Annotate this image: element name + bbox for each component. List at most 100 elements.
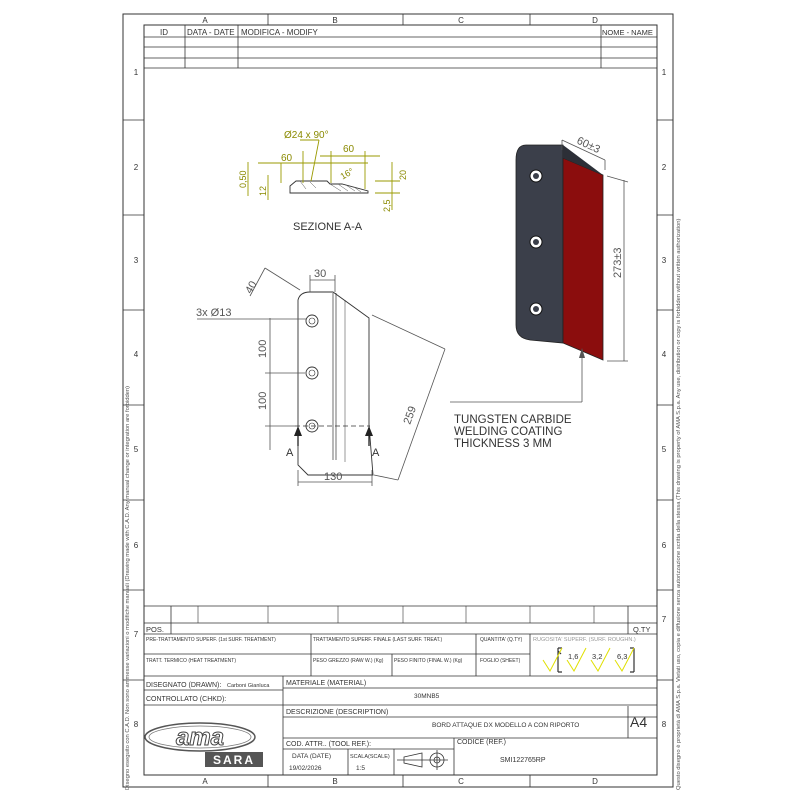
ama-sara-logo: ama SARA — [144, 722, 263, 767]
row-label-2: 2 — [134, 163, 139, 172]
row-label-5: 5 — [134, 445, 139, 454]
roughness-3-2: 3,2 — [592, 652, 602, 661]
code-value: SMI122765RP — [500, 757, 546, 764]
holes-callout: 3x Ø13 — [196, 307, 231, 319]
row-label-7-right: 7 — [662, 615, 667, 624]
drawn-value: Carboni Gianluca — [227, 683, 270, 689]
checked-label: CONTROLLATO (CHKD): — [146, 696, 226, 703]
section-dim-20: 20 — [398, 170, 408, 180]
front-dim-130: 130 — [324, 471, 342, 483]
section-dim-60-a: 60 — [281, 153, 293, 164]
rev-modify-header: MODIFICA - MODIFY — [241, 28, 319, 37]
revision-table — [144, 25, 657, 69]
rev-name-header: NOME - NAME — [602, 28, 653, 37]
rev-id-header: ID — [160, 28, 168, 37]
date-value: 19/02/2026 — [289, 765, 322, 772]
row-label-1-right: 1 — [662, 68, 667, 77]
iso-coating — [562, 157, 604, 361]
logo-ama-text: ama — [176, 724, 224, 751]
row-label-1: 1 — [134, 68, 139, 77]
quantity-label: QUANTITA' (Q.TY) — [480, 637, 523, 643]
row-label-3-right: 3 — [662, 256, 667, 265]
col-label-c-bottom: C — [458, 777, 464, 786]
heat-treatment-label: TRATT. TERMICO (HEAT TREATMENT) — [146, 658, 236, 664]
projection-symbol-icon — [397, 750, 448, 770]
roughness-6-3: 6,3 — [617, 652, 627, 661]
note-line-2: WELDING COATING — [454, 426, 562, 438]
row-ticks — [123, 119, 673, 681]
front-dim-100-b: 100 — [257, 392, 269, 410]
qty-label: Q.TY — [633, 625, 651, 634]
col-label-d: D — [592, 16, 598, 25]
row-labels: 1 2 3 4 5 6 7 8 1 2 3 4 5 6 7 8 — [134, 68, 667, 729]
roughness-symbols: 1,6 3,2 6,3 — [542, 647, 635, 673]
section-marker-right: A — [372, 447, 380, 459]
col-label-a: A — [202, 16, 208, 25]
row-label-7: 7 — [134, 630, 139, 639]
front-view-outline — [297, 291, 374, 476]
front-hole-2 — [305, 366, 319, 380]
final-treatment-label: TRATTAMENTO SUPERF. FINALE (LAST SURF. T… — [313, 637, 443, 643]
section-dim-60-b: 60 — [343, 144, 355, 155]
front-hole-1 — [305, 314, 319, 328]
title-block-grid — [144, 605, 657, 775]
row-label-2-right: 2 — [662, 163, 667, 172]
chamfer-dim: Ø24 x 90° — [284, 130, 329, 141]
section-marker-left: A — [286, 447, 294, 459]
col-label-c: C — [458, 16, 464, 25]
note-line-1: TUNGSTEN CARBIDE — [454, 414, 572, 426]
column-ticks — [267, 14, 531, 787]
front-dim-259: 259 — [402, 405, 420, 426]
left-side-note: Disegno eseguito con C.A.D. Non sono amm… — [125, 386, 131, 790]
description-label: DESCRIZIONE (DESCRIPTION) — [286, 709, 388, 716]
rev-date-header: DATA - DATE — [187, 28, 235, 37]
description-value: BORD ATTAQUE DX MODELLO A CON RIPORTO — [432, 722, 579, 729]
row-label-6: 6 — [134, 541, 139, 550]
section-a-a-view: Ø24 x 90° 60 60 16° 0,50 12 20 2,5 SEZIO… — [238, 130, 408, 233]
column-labels: A B C D A B C D — [202, 16, 598, 786]
roughness-1-6: 1,6 — [568, 652, 578, 661]
date-label: DATA (DATE) — [292, 753, 331, 760]
scale-label: SCALA(SCALE) — [350, 754, 390, 760]
final-weight-label: PESO FINITO (FINAL W.) (Kg) — [394, 658, 463, 664]
logo-sara-text: SARA — [213, 753, 255, 767]
pos-row-ticks — [197, 606, 595, 623]
col-label-a-bottom: A — [202, 777, 208, 786]
section-angle: 16° — [339, 166, 356, 182]
col-label-d-bottom: D — [592, 777, 598, 786]
iso-dim-273: 273±3 — [612, 247, 624, 278]
row-label-3: 3 — [134, 256, 139, 265]
material-value: 30MNB5 — [414, 693, 440, 700]
row-label-8-right: 8 — [662, 720, 667, 729]
front-view: A A 3x Ø13 40 30 100 100 130 259 — [196, 267, 446, 486]
row-label-4-right: 4 — [662, 350, 667, 359]
roughness-label: RUGOSITA' SUPERF. (SURF. ROUGHN.) — [533, 637, 636, 643]
pos-label: POS. — [146, 625, 164, 634]
format-label: A4 — [630, 714, 647, 730]
section-dim-25: 2,5 — [382, 199, 392, 212]
section-dim-050: 0,50 — [238, 170, 248, 188]
iso-dim-60: 60±3 — [575, 135, 602, 156]
sheet-label: FOGLIO (SHEET) — [480, 658, 521, 664]
material-label: MATERIALE (MATERIAL) — [286, 680, 366, 687]
raw-weight-label: PESO GREZZO (RAW W.) (Kg) — [313, 658, 384, 664]
front-dim-100-a: 100 — [257, 340, 269, 358]
row-label-8: 8 — [134, 720, 139, 729]
row-label-6-right: 6 — [662, 541, 667, 550]
codice-label: CODICE (REF.) — [457, 739, 506, 746]
right-side-note: Questo disegno è proprietà di AMA S.p.a.… — [676, 219, 682, 790]
outer-frame — [122, 13, 674, 788]
section-dim-12: 12 — [258, 186, 268, 196]
tool-ref-label: COD. ATTR.. (TOOL REF.): — [286, 741, 371, 748]
col-label-b-bottom: B — [332, 777, 337, 786]
pre-treatment-label: PRE-TRATTAMENTO SUPERF. (1st SURF. TREAT… — [146, 637, 276, 643]
row-label-4: 4 — [134, 350, 139, 359]
inner-frame — [143, 24, 658, 776]
iso-view: 60±3 273±3 — [450, 135, 629, 403]
col-label-b: B — [332, 16, 337, 25]
drawn-label: DISEGNATO (DRAWN): — [146, 682, 221, 689]
section-title: SEZIONE A-A — [293, 221, 363, 233]
row-label-5-right: 5 — [662, 445, 667, 454]
note-line-3: THICKNESS 3 MM — [454, 438, 552, 450]
